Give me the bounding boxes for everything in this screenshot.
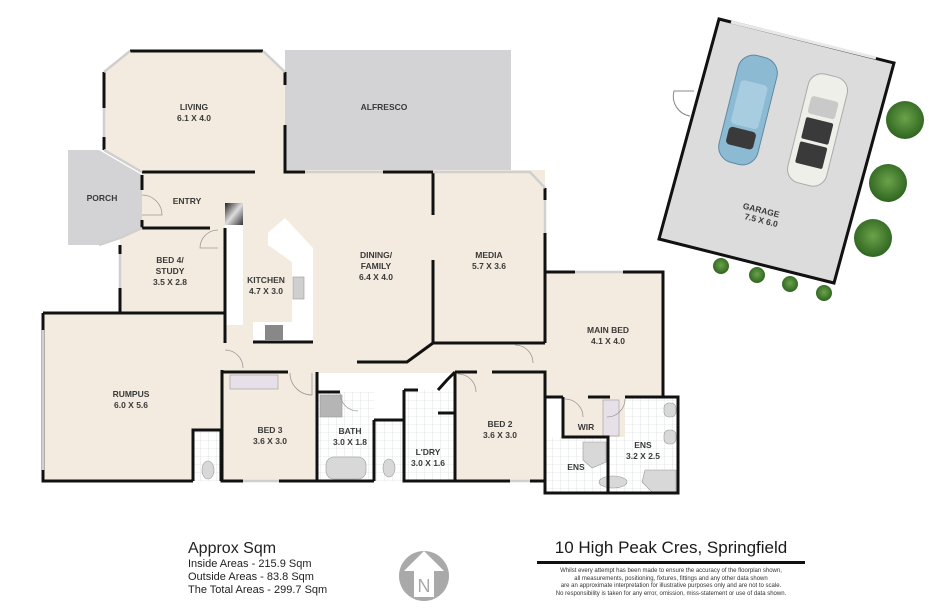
basin-icon (663, 429, 677, 445)
outside-area: Outside Areas - 83.8 Sqm (188, 571, 314, 583)
wardrobe-icon (229, 374, 279, 390)
cooktop-icon (265, 325, 283, 340)
kitchen-bench (225, 203, 313, 342)
fixtures (201, 374, 677, 493)
room-label-wir: WIR (578, 422, 595, 432)
disclaimer-line: No responsibility is taken for any error… (555, 590, 787, 597)
disclaimer-line: Whilst every attempt has been made to en… (560, 568, 782, 574)
area-title: Approx Sqm (188, 540, 277, 557)
room-size-media: 5.7 X 3.6 (472, 261, 506, 271)
room-label-ens-small: ENS (567, 462, 585, 472)
porch: PORCH (68, 150, 142, 245)
vanity-icon (598, 475, 628, 489)
disclaimer-line: all measurements, positioning, fixtures,… (574, 575, 768, 582)
room-label-living: LIVING (180, 102, 209, 112)
room-label-porch: PORCH (87, 193, 118, 203)
room-label-alfresco: ALFRESCO (361, 102, 408, 112)
room-label-ens-main: ENS (634, 440, 652, 450)
north-arrow-icon: N (399, 551, 449, 601)
door-swings (141, 194, 626, 418)
wardrobe-icon (602, 399, 620, 437)
area-summary: Approx Sqm Inside Areas - 215.9 Sqm Outs… (188, 540, 327, 597)
room-size-dining: 6.4 X 4.0 (359, 272, 393, 282)
room-size-ens-main: 3.2 X 2.5 (626, 451, 660, 461)
room-size-bed3: 3.6 X 3.0 (253, 436, 287, 446)
room-label-bed3: BED 3 (257, 425, 282, 435)
room-label-bath: BATH (339, 426, 362, 436)
room-label-media: MEDIA (475, 250, 502, 260)
alfresco: ALFRESCO (285, 50, 511, 172)
basin-icon (663, 402, 677, 418)
room-label-main-bed: MAIN BED (587, 325, 629, 335)
room-label-dining-family: FAMILY (361, 261, 392, 271)
room-label-rumpus: RUMPUS (113, 389, 150, 399)
room-label-kitchen: KITCHEN (247, 275, 285, 285)
room-label-bed4: BED 4/ (156, 255, 184, 265)
room-size-bed2: 3.6 X 3.0 (483, 430, 517, 440)
room-size-main-bed: 4.1 X 4.0 (591, 336, 625, 346)
room-size-rumpus: 6.0 X 5.6 (114, 400, 148, 410)
windows (41, 50, 623, 483)
garage: GARAGE 7.5 X 6.0 (657, 17, 896, 285)
room-size-bed4: 3.5 X 2.8 (153, 277, 187, 287)
disclaimer-line: are an approximate interpretation for il… (560, 583, 782, 589)
room-label-bed4-study: STUDY (156, 266, 185, 276)
car-white-icon (787, 73, 848, 187)
property-address: 10 High Peak Cres, Springfield (537, 538, 805, 564)
north-label: N (418, 576, 431, 596)
room-label-entry: ENTRY (173, 196, 202, 206)
shower-icon (319, 394, 343, 418)
shower-icon (582, 441, 607, 469)
car-blue-icon (718, 54, 778, 166)
toilet-icon (201, 460, 215, 480)
room-size-laundry: 3.0 X 1.6 (411, 458, 445, 468)
room-size-bath: 3.0 X 1.8 (333, 437, 367, 447)
room-label-laundry: L'DRY (416, 447, 441, 457)
tree-icon (713, 101, 924, 301)
address-block: 10 High Peak Cres, Springfield Whilst ev… (537, 538, 805, 598)
bathtub-icon (325, 456, 367, 480)
room-label-dining: DINING/ (360, 250, 393, 260)
room-size-kitchen: 4.7 X 3.0 (249, 286, 283, 296)
room-labels: LIVING 6.1 X 4.0 ENTRY BED 4/ STUDY 3.5 … (113, 102, 661, 472)
room-label-bed2: BED 2 (487, 419, 512, 429)
inside-area: Inside Areas - 215.9 Sqm (188, 558, 312, 570)
room-size-living: 6.1 X 4.0 (177, 113, 211, 123)
toilet-icon (382, 458, 396, 478)
sink-icon (292, 276, 305, 300)
disclaimer: Whilst every attempt has been made to en… (537, 568, 805, 598)
total-area: The Total Areas - 299.7 Sqm (188, 584, 328, 596)
